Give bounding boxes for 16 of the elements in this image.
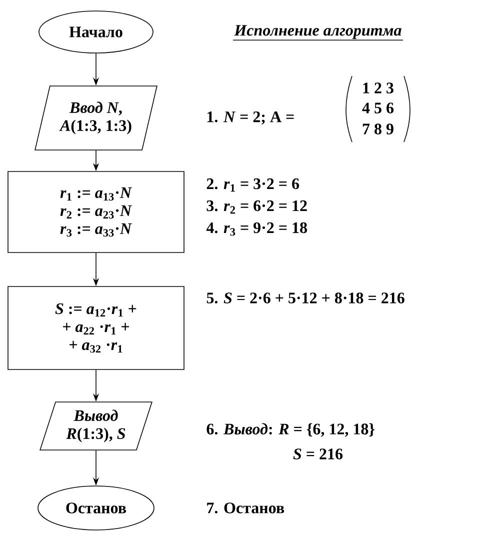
step-text: S = 216 bbox=[293, 448, 343, 460]
step-text: 5. S = 2·6 + 5·12 + 8·18 = 216 bbox=[206, 292, 404, 304]
process-box: S := a$_{12}$·r$_{1}$ + + a$_{22}$ ·r$_{1}$ + + a$_{32}$ ·r$_{1}$ bbox=[8, 286, 184, 370]
step-text: 1. N = 2; A = bbox=[207, 111, 294, 125]
step-text: 6. Вывод: R = {6, 12, 18} bbox=[206, 423, 374, 437]
matrix-row: 7 8 9 bbox=[362, 124, 394, 134]
underlined-heading: Исполнение алгоритма bbox=[232, 25, 404, 41]
process-box: r$_{1}$ := a$_{13}$·N r$_{2}$ := a$_{23}$·N r$_{3}$ := a$_{33}$·N bbox=[8, 171, 184, 253]
step-text: 2. r$_{1}$ = 3·2 = 6 bbox=[206, 178, 300, 192]
matrix-row: 1 2 3 bbox=[363, 82, 394, 94]
matrix-row: 4 5 6 bbox=[362, 102, 394, 114]
step-text: 3. r$_{2}$ = 6·2 = 12 bbox=[206, 200, 307, 214]
io-parallelogram: Ввод N, A(1:3, 1:3) bbox=[34, 86, 158, 150]
step-text: 7. Останов bbox=[207, 502, 284, 514]
io-parallelogram: Вывод R(1:3), S bbox=[40, 402, 152, 450]
step-text: 4. r$_{3}$ = 9·2 = 18 bbox=[206, 222, 307, 236]
